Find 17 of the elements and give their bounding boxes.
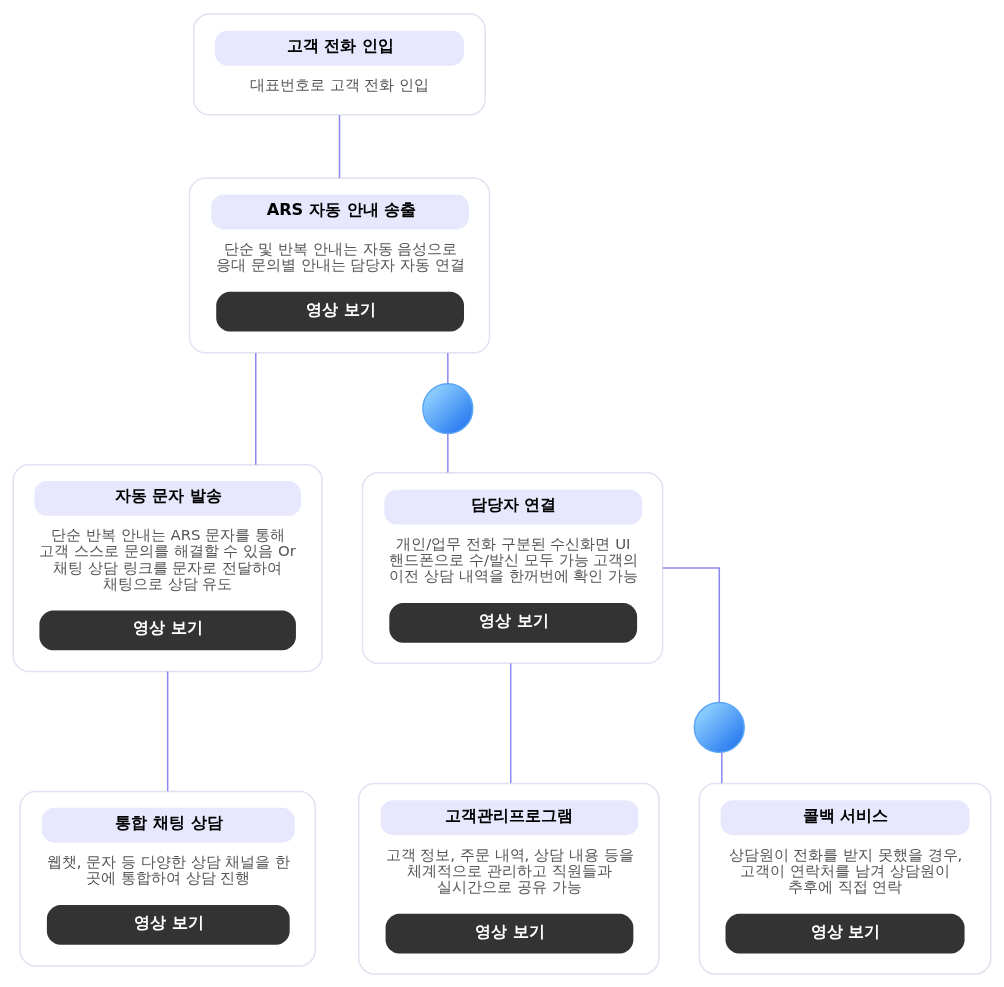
node-box: 고객관리프로그램 고객 정보, 주문 내역, 상담 내용 등을 체계적으로 관리하고 직원들과 실시간으로 공유 가능 영상 보기 (358, 782, 660, 975)
connector (721, 751, 723, 784)
connector (662, 566, 721, 703)
connector (447, 432, 449, 473)
node-box: 담당자 연결 개인/업무 전화 구분된 수신화면 UI 핸드폰으로 수/발신 모두 가능 고객의 이전 상담 내역을 한꺼번에 확인 가능 영상 보기 (361, 471, 664, 664)
node-box: ARS 자동 안내 송출 단순 및 반복 안내는 자동 음성으로 응대 문의별 안내는 담당자 자동 연결 영상 보기 (188, 177, 491, 353)
connector (509, 662, 512, 784)
node-box: 자동 문자 발송 단순 반복 안내는 ARS 문자를 통해 고객 스스로 문의를 해결할 수 있음 Or 채팅 상담 링크를 문자로 전달하여 채팅으로 상담 유도 영상 보기 (12, 463, 323, 672)
connector (255, 351, 257, 465)
node-circle (422, 382, 474, 434)
connector (338, 113, 341, 179)
connector (166, 670, 169, 792)
node-box: 통합 채팅 상담 웹챗, 문자 등 다양한 상담 채널을 한 곳에 통합하여 상담 진행 영상 보기 (19, 790, 316, 967)
node-circle (693, 701, 745, 753)
connector (447, 351, 449, 384)
node-box: 콜백 서비스 상담원이 전화를 받지 못했을 경우, 고객이 연락처를 남겨 상담원이 추후에 직접 연락 영상 보기 (698, 782, 992, 975)
node-box: 고객 전화 인입 대표번호로 고객 전화 인입 (193, 12, 486, 116)
